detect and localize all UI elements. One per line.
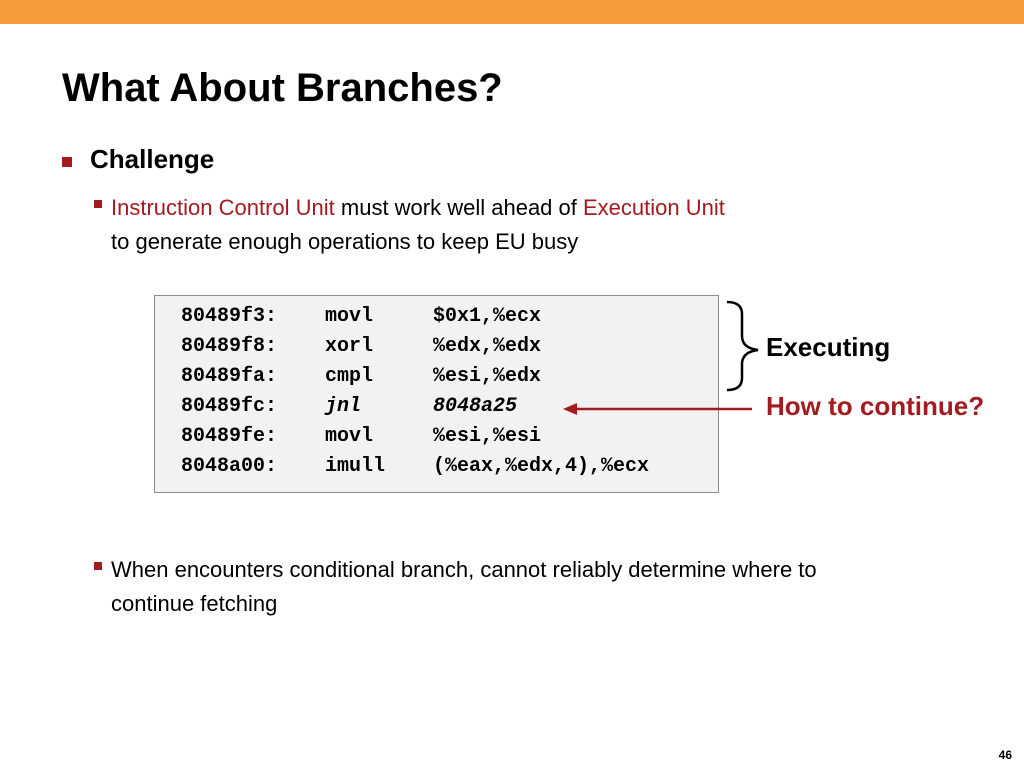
slide-title: What About Branches? — [62, 66, 503, 110]
code-opcode: cmpl — [325, 365, 374, 388]
code-address: 80489fe: — [181, 425, 278, 448]
sub-bullet-line-2: continue fetching — [111, 591, 278, 616]
code-address: 8048a00: — [181, 455, 278, 478]
eu-term: Execution Unit — [583, 195, 725, 220]
sub-bullet-line-2: to generate enough operations to keep EU… — [111, 229, 579, 254]
code-operands: %esi,%edx — [433, 365, 542, 388]
code-operands: %esi,%esi — [433, 425, 542, 448]
code-line: 80489f8: xorl %edx,%edx — [181, 335, 541, 450]
code-line: 8048a00: imull (%eax,%edx,4),%ecx — [181, 455, 649, 570]
code-operands: (%eax,%edx,4),%ecx — [433, 455, 650, 478]
code-opcode: movl — [325, 305, 374, 328]
code-listing: 80489f3: movl $0x1,%ecx 80489f8: xorl %e… — [154, 295, 719, 493]
code-opcode: imull — [325, 455, 386, 478]
code-line: 80489f3: movl $0x1,%ecx — [181, 305, 541, 420]
code-operands: 8048a25 — [433, 395, 518, 418]
code-operands: $0x1,%ecx — [433, 305, 542, 328]
code-address: 80489f3: — [181, 305, 278, 328]
sub-bullet-text: Instruction Control Unit must work well … — [111, 191, 725, 259]
code-address: 80489fc: — [181, 395, 278, 418]
bullet-label: Challenge — [90, 144, 215, 174]
sub-bullet-connector: must work well ahead of — [334, 195, 583, 220]
sub-bullet-square-icon — [94, 562, 102, 570]
bullet-square-icon — [62, 156, 72, 167]
icu-term: Instruction Control Unit — [111, 195, 335, 220]
sub-bullet-branch: When encounters conditional branch, cann… — [94, 553, 817, 621]
code-opcode: jnl — [325, 395, 362, 418]
executing-label: Executing — [766, 332, 891, 362]
curly-brace-icon — [726, 300, 759, 392]
sub-bullet-line-1: When encounters conditional branch, cann… — [111, 557, 817, 582]
code-line-branch: 80489fc: jnl 8048a25 — [181, 395, 517, 510]
sub-bullet-icu: Instruction Control Unit must work well … — [94, 191, 725, 259]
code-opcode: movl — [325, 425, 374, 448]
code-operands: %edx,%edx — [433, 335, 542, 358]
arrow-head-icon — [563, 403, 577, 415]
page-number: 46 — [998, 748, 1012, 762]
code-opcode: xorl — [325, 335, 374, 358]
how-to-continue-label: How to continue? — [766, 391, 985, 421]
sub-bullet-square-icon — [94, 200, 102, 208]
code-address: 80489f8: — [181, 335, 278, 358]
top-accent-bar — [0, 0, 1024, 24]
sub-bullet-line-1: Instruction Control Unit must work well … — [111, 191, 725, 225]
code-address: 80489fa: — [181, 365, 278, 388]
sub-bullet-text: When encounters conditional branch, cann… — [111, 553, 817, 621]
code-line: 80489fa: cmpl %esi,%edx — [181, 365, 541, 480]
code-line: 80489fe: movl %esi,%esi — [181, 425, 541, 540]
bullet-challenge: Challenge — [62, 144, 214, 175]
